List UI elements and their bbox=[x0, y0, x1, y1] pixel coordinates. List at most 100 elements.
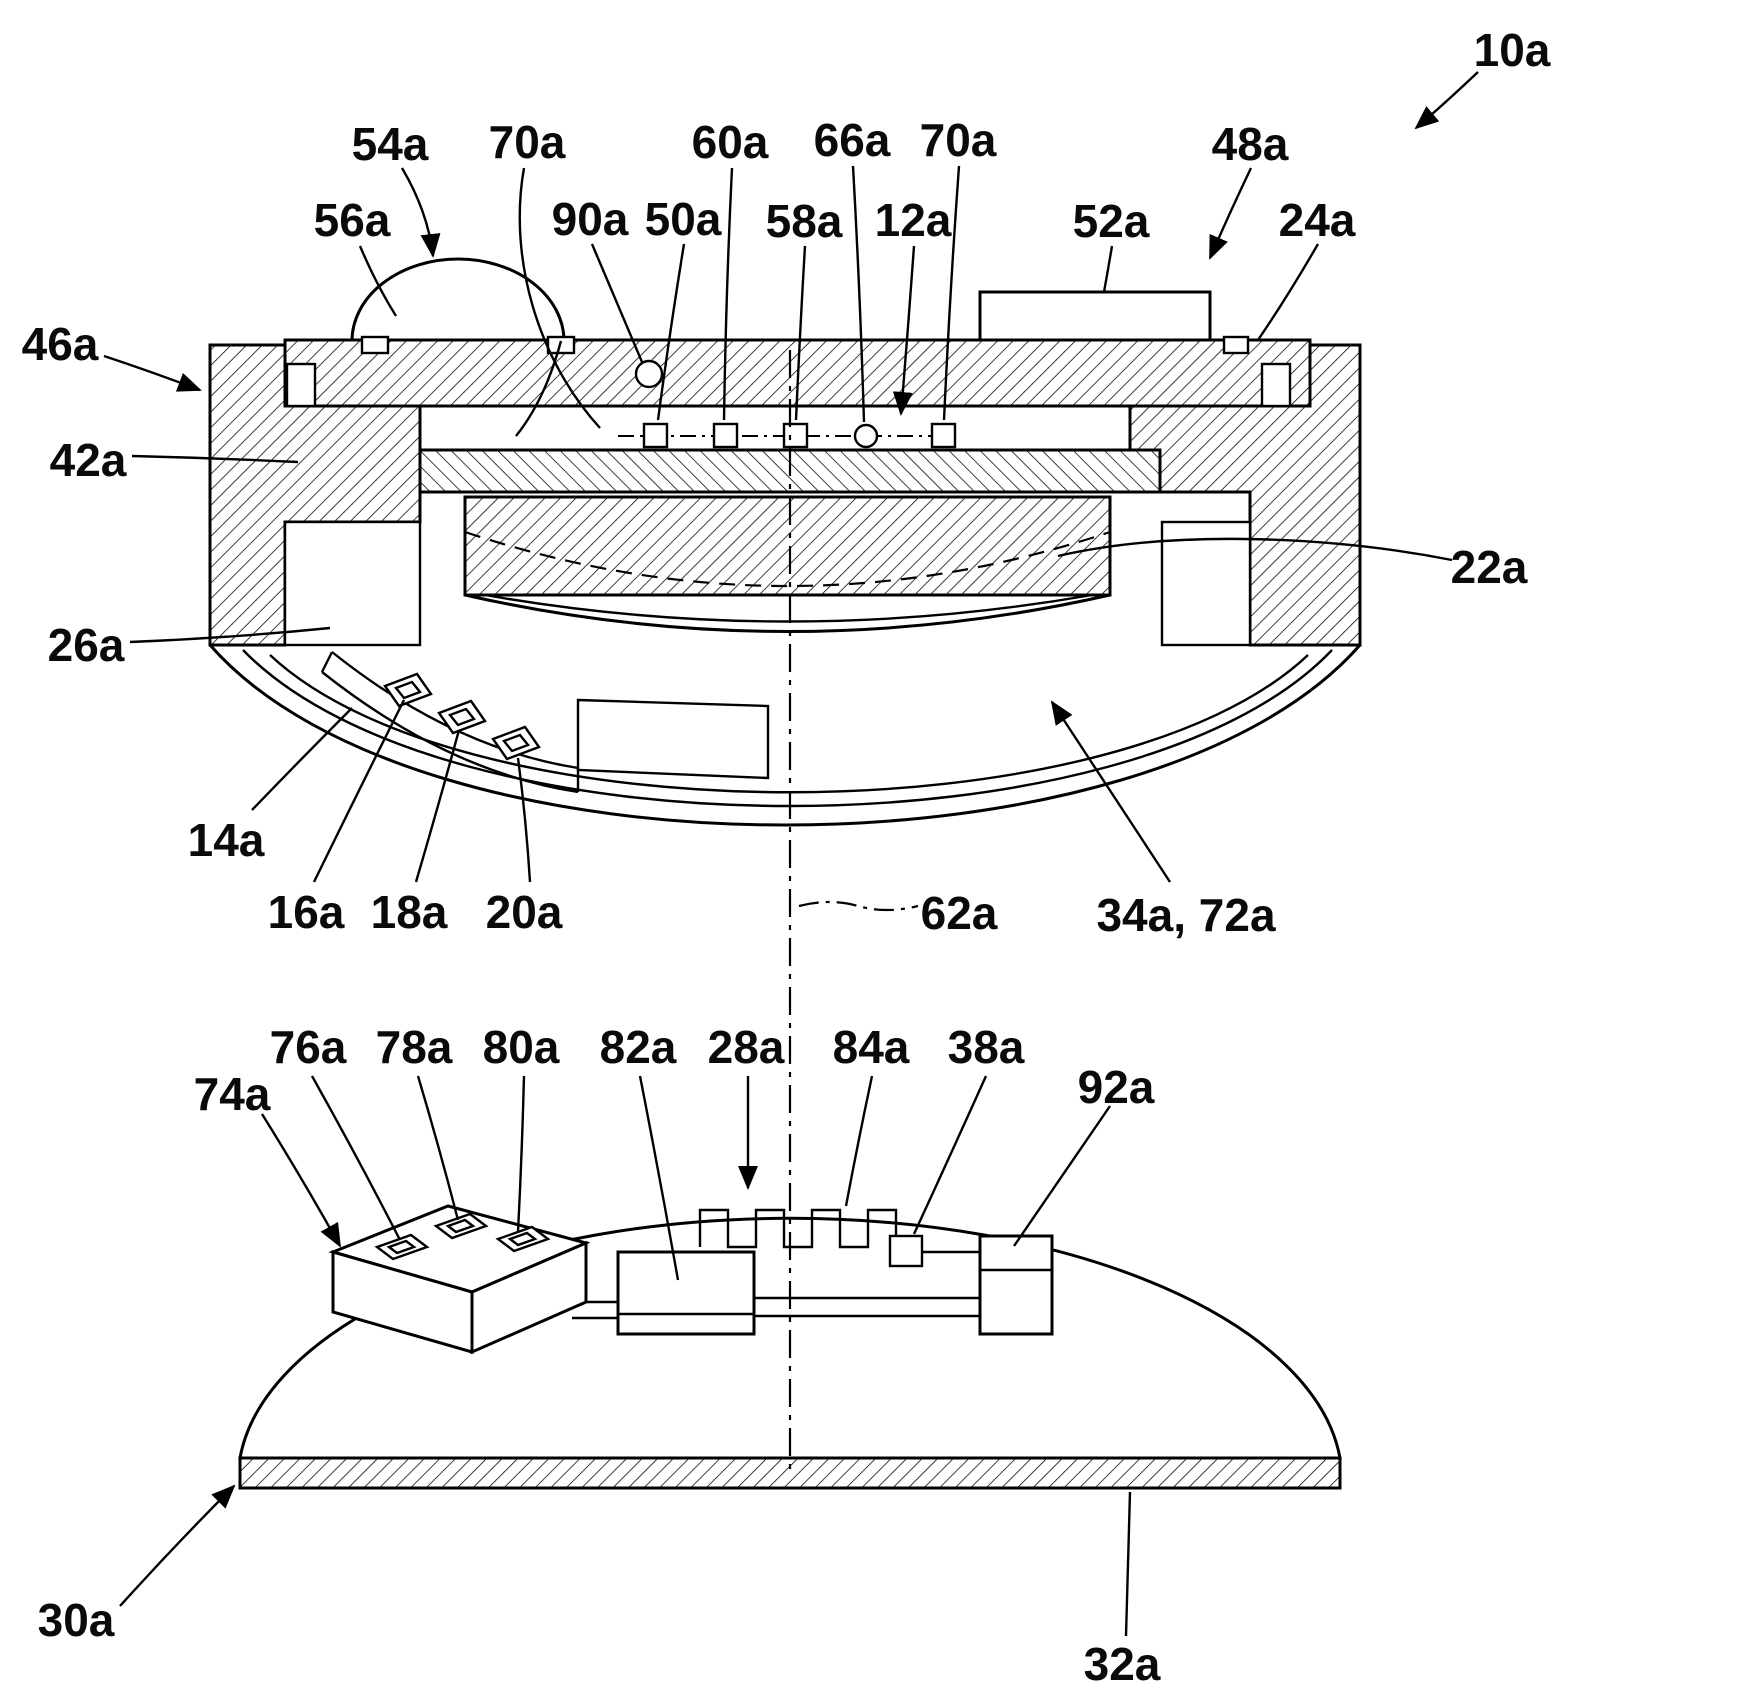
component-70a bbox=[930, 422, 957, 449]
module-82a bbox=[616, 1250, 756, 1336]
leader-46a bbox=[103, 354, 202, 392]
label-58a: 58a bbox=[766, 195, 843, 247]
bowl-pedestal bbox=[576, 698, 770, 780]
contact-pad-20a-inner bbox=[502, 733, 530, 753]
axis-callout-62a bbox=[798, 900, 919, 912]
label-46a: 46a bbox=[22, 318, 99, 370]
component-66a bbox=[853, 423, 879, 449]
leader-70a-right bbox=[942, 165, 961, 421]
component-50a bbox=[642, 422, 669, 449]
central-block bbox=[463, 495, 1112, 597]
leader-14a bbox=[251, 707, 353, 811]
leader-50a bbox=[656, 243, 686, 421]
mount-block-right bbox=[1160, 520, 1252, 647]
leader-38a bbox=[912, 1075, 988, 1235]
upper-assembly bbox=[208, 257, 1362, 827]
lid-dome-inner-curve bbox=[515, 340, 563, 437]
leader-34a-72a bbox=[1050, 700, 1172, 883]
contact-strip-bottom bbox=[321, 671, 579, 794]
label-10a: 10a bbox=[1474, 24, 1551, 76]
label-50a: 50a bbox=[645, 193, 722, 245]
label-92a: 92a bbox=[1078, 1061, 1155, 1113]
leader-56a bbox=[358, 245, 398, 317]
component-58a bbox=[782, 422, 809, 449]
label-12a: 12a bbox=[875, 194, 952, 246]
pad-76a-inner bbox=[386, 1239, 417, 1255]
leader-78a bbox=[416, 1075, 460, 1221]
lid-notch bbox=[360, 335, 390, 355]
leader-30a bbox=[119, 1484, 236, 1607]
wall-pocket-right bbox=[1260, 362, 1292, 408]
label-24a: 24a bbox=[1279, 194, 1356, 246]
label-84a: 84a bbox=[833, 1021, 910, 1073]
leader-54a bbox=[400, 167, 441, 258]
leader-84a bbox=[844, 1075, 874, 1207]
pad-80a-inner bbox=[507, 1231, 538, 1247]
contact-pad-18a-inner bbox=[448, 707, 476, 727]
component-60a bbox=[712, 422, 739, 449]
leader-24a bbox=[1257, 243, 1320, 341]
label-38a: 38a bbox=[948, 1021, 1025, 1073]
label-34a-72a: 34a, 72a bbox=[1096, 889, 1275, 941]
label-80a: 80a bbox=[483, 1021, 560, 1073]
wall-pocket-left bbox=[285, 362, 317, 408]
contact-strip-end bbox=[320, 651, 334, 673]
junction-square-38a bbox=[888, 1234, 924, 1268]
leader-48a bbox=[1208, 167, 1253, 260]
label-20a: 20a bbox=[486, 886, 563, 938]
label-52a: 52a bbox=[1073, 195, 1150, 247]
leader-18a bbox=[414, 729, 461, 883]
mount-block-left bbox=[283, 520, 422, 647]
label-14a: 14a bbox=[188, 814, 265, 866]
port-circle-90a bbox=[634, 359, 664, 389]
leader-42a bbox=[131, 454, 299, 464]
label-82a: 82a bbox=[600, 1021, 677, 1073]
leader-32a bbox=[1124, 1491, 1132, 1637]
leader-90a bbox=[590, 243, 644, 363]
label-30a: 30a bbox=[38, 1594, 115, 1646]
leader-52a bbox=[1102, 245, 1114, 293]
label-66a: 66a bbox=[814, 114, 891, 166]
bowl-rim-outer bbox=[208, 644, 1362, 827]
label-26a: 26a bbox=[48, 619, 125, 671]
membrane-lens-inner bbox=[484, 593, 1093, 623]
label-54a: 54a bbox=[352, 118, 429, 170]
membrane-lens bbox=[464, 593, 1111, 633]
label-62a: 62a bbox=[921, 887, 998, 939]
label-18a: 18a bbox=[371, 886, 448, 938]
leader-76a bbox=[310, 1075, 402, 1241]
cap-block bbox=[978, 290, 1212, 342]
leader-74a bbox=[260, 1113, 342, 1248]
leader-10a bbox=[1414, 71, 1479, 130]
leader-92a bbox=[1013, 1105, 1111, 1247]
lid-notch bbox=[1222, 335, 1250, 355]
block-92a bbox=[978, 1234, 1054, 1336]
label-76a: 76a bbox=[270, 1021, 347, 1073]
label-70a-right: 70a bbox=[920, 114, 997, 166]
comb-structure bbox=[698, 1208, 898, 1249]
label-32a: 32a bbox=[1084, 1638, 1161, 1690]
reference-labels: 10a 54a 70a 60a 66a 70a 48a 56a 90a 50a … bbox=[22, 24, 1551, 1690]
leader-70a-left bbox=[518, 167, 601, 429]
leader-58a bbox=[794, 245, 807, 421]
bowl-rim-middle bbox=[242, 649, 1333, 808]
leader-60a bbox=[722, 167, 734, 421]
leader-16a bbox=[312, 699, 406, 883]
label-78a: 78a bbox=[376, 1021, 453, 1073]
pad-78a-inner bbox=[445, 1218, 476, 1234]
leader-lines bbox=[103, 71, 1479, 1637]
label-22a: 22a bbox=[1451, 541, 1528, 593]
leader-26a bbox=[129, 626, 331, 644]
label-56a: 56a bbox=[314, 194, 391, 246]
label-90a: 90a bbox=[552, 193, 629, 245]
leader-12a bbox=[892, 245, 916, 416]
base-plate bbox=[238, 1456, 1342, 1490]
label-60a: 60a bbox=[692, 116, 769, 168]
label-70a-left: 70a bbox=[489, 116, 566, 168]
label-48a: 48a bbox=[1212, 118, 1289, 170]
lid-dome-bump bbox=[350, 257, 566, 343]
leader-22a bbox=[1057, 537, 1453, 562]
label-42a: 42a bbox=[50, 434, 127, 486]
